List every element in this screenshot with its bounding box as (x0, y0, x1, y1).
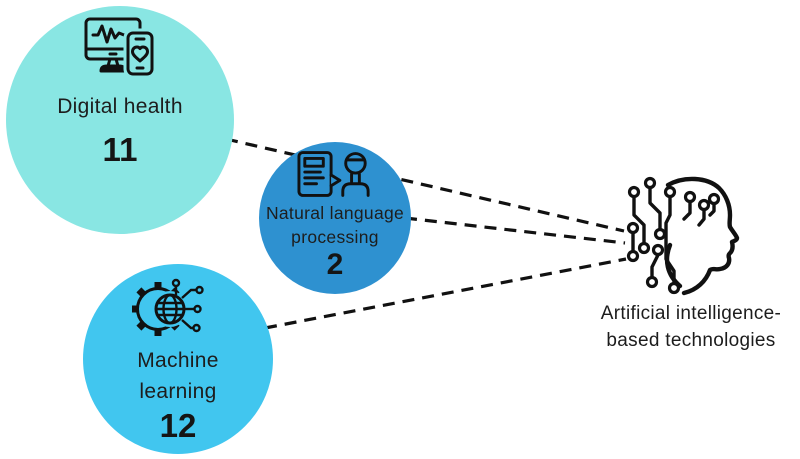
edge-nlp-to-ai (404, 216, 626, 245)
node-label-ml: Machine learning (137, 345, 218, 407)
gear-globe-circuit-icon (132, 278, 204, 336)
node-label-digital-health: Digital health (57, 95, 183, 118)
target-label-line1: Artificial intelligence- (600, 303, 782, 324)
node-value-nlp: 2 (326, 248, 344, 281)
document-chat-person-icon (297, 151, 370, 197)
node-label-nlp-line1: Natural language (265, 203, 405, 223)
node-label-nlp-line2: processing (291, 226, 379, 247)
node-digital-health: Digital health 11 (6, 6, 234, 234)
ai-head-circuit-icon (626, 176, 740, 296)
digital-health-devices-icon (84, 17, 156, 76)
target-label-line2: based technologies (606, 330, 776, 351)
edge-ml-to-ai (264, 257, 627, 330)
node-machine-learning: Machine learning 12 (83, 264, 273, 454)
gear-globe-circuit-icon-wrap (130, 277, 210, 341)
node-label-ml-line1: Machine (137, 349, 219, 372)
node-value-digital-health: 11 (102, 131, 138, 168)
target-label-ai-technologies: Artificial intelligence- based technolog… (566, 300, 800, 354)
node-label-ml-line2: learning (139, 380, 217, 403)
node-natural-language-processing: Natural language processing 2 (259, 142, 411, 294)
node-label-nlp: Natural language processing (266, 202, 404, 249)
node-value-ml: 12 (159, 407, 197, 444)
